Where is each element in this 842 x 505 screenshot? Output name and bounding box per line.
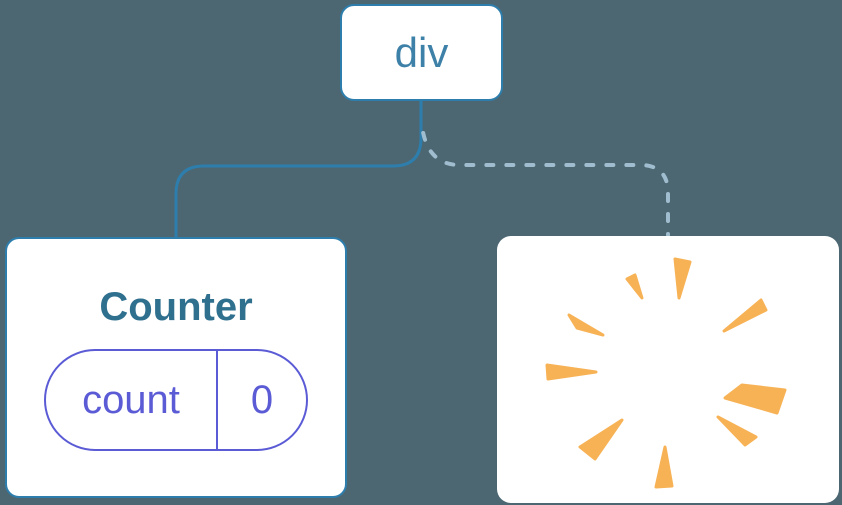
component-title: Counter — [99, 285, 253, 329]
dashed-link-poof — [420, 124, 670, 237]
solid-link-counter — [174, 98, 423, 239]
state-name: count — [46, 351, 218, 449]
destroyed-component-card — [497, 236, 839, 503]
root-node-label: div — [394, 28, 449, 76]
counter-component-card: Counter count 0 — [5, 237, 347, 498]
poof-icon — [545, 257, 787, 489]
state-pill: count 0 — [44, 349, 308, 451]
root-node: div — [340, 4, 503, 101]
state-value: 0 — [250, 377, 274, 422]
